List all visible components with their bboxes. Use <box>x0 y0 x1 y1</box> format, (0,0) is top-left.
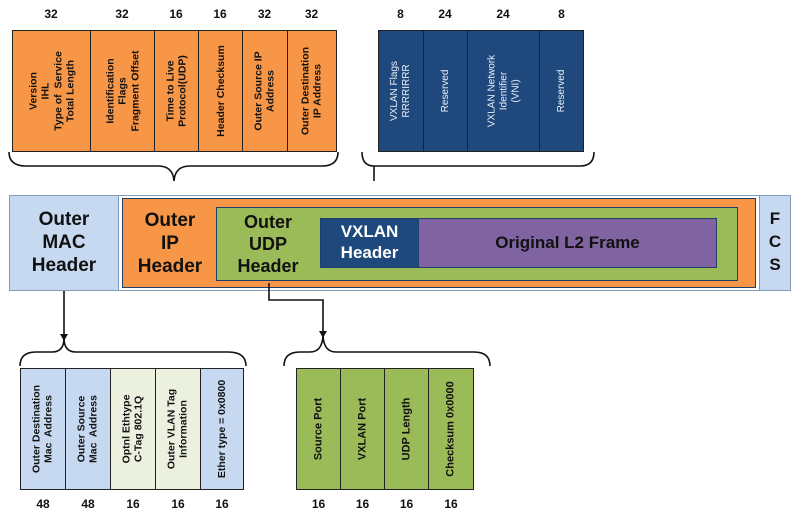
outer-udp-header-label: Outer UDP Header <box>237 212 299 276</box>
ip-field-bits: 16 <box>213 7 227 21</box>
ip-field-cell: Header Checksum <box>198 30 243 152</box>
vxlan-fields-brace <box>361 151 595 181</box>
udp-field-label: UDP Length <box>400 397 413 461</box>
ip-field-label: Header Checksum <box>214 45 227 137</box>
udp-field-bits: 16 <box>444 497 458 511</box>
ip-field-bits: 16 <box>169 7 183 21</box>
mac-field-cell: Outer Destination Mac Address <box>20 368 66 490</box>
udp-field-bits: 16 <box>355 497 370 511</box>
udp-field-bits: 16 <box>399 497 414 511</box>
udp-field-cell: Source Port <box>296 368 341 490</box>
mac-field-cell: Ether type = 0x0800 <box>200 368 244 490</box>
udp-field-label: Checksum 0x0000 <box>444 381 457 477</box>
mac-fields-brace <box>19 337 247 367</box>
fcs-block: F C S <box>759 196 790 290</box>
mac-field-bits: 48 <box>81 497 95 511</box>
vxlan-field-cell: VXLAN Flags RRRRIRRR <box>378 30 424 152</box>
ip-field-cell: Outer Destination IP Address <box>287 30 337 152</box>
outer-mac-header-block: Outer MAC Header <box>10 196 119 290</box>
udp-field-cell: Checksum 0x0000 <box>428 368 474 490</box>
outer-mac-header-label: Outer MAC Header <box>31 209 97 277</box>
ip-field-label: Time to Live Protocol(UDP) <box>164 55 189 127</box>
mac-field-label: Optnl Ethtype C-Tag 802.1Q <box>120 394 145 464</box>
original-l2-frame-label: Original L2 Frame <box>495 233 640 252</box>
ip-field-label: Identification Flags Fragment Offset <box>103 50 141 132</box>
ip-field-label: Version IHL Type of Service Total Length <box>26 51 76 131</box>
vxlan-field-cell: Reserved <box>539 30 584 152</box>
vxlan-field-bits: 8 <box>397 7 404 21</box>
vxlan-field-label: Reserved <box>439 69 451 113</box>
mac-field-bits: 16 <box>126 497 140 511</box>
ip-field-label: Outer Destination IP Address <box>299 46 324 136</box>
vxlan-field-label: VXLAN Network Identifier (VNI) <box>485 54 521 128</box>
ip-field-bits: 32 <box>115 7 129 21</box>
vxlan-field-cell: VXLAN Network Identifier (VNI) <box>467 30 540 152</box>
mac-arrowhead <box>60 334 68 341</box>
ip-field-bits: 32 <box>44 7 58 21</box>
udp-arrowhead <box>319 331 327 338</box>
vxlan-header-label: VXLAN Header <box>340 222 399 262</box>
udp-fields-brace <box>283 335 491 367</box>
vxlan-field-bits: 8 <box>558 7 565 21</box>
ip-field-label: Outer Source IP Address <box>252 51 277 131</box>
outer-ip-header-label: Outer IP Header <box>137 210 203 278</box>
udp-field-cell: UDP Length <box>384 368 429 490</box>
ip-field-bits: 32 <box>257 7 272 21</box>
vxlan-header-block: VXLAN Header <box>320 218 419 268</box>
original-l2-frame-block: Original L2 Frame <box>418 218 717 268</box>
vxlan-field-cell: Reserved <box>423 30 468 152</box>
udp-field-cell: VXLAN Port <box>340 368 385 490</box>
mac-field-bits: 16 <box>171 497 185 511</box>
vxlan-field-label: VXLAN Flags RRRRIRRR <box>389 60 412 122</box>
ip-field-cell: Version IHL Type of Service Total Length <box>12 30 91 152</box>
mac-field-cell: Outer VLAN Tag Information <box>155 368 201 490</box>
udp-field-bits: 16 <box>311 497 326 511</box>
mac-field-label: Outer Destination Mac Address <box>30 384 55 474</box>
mac-field-bits: 16 <box>215 497 229 511</box>
mac-field-cell: Outer Source Mac Address <box>65 368 111 490</box>
ip-field-cell: Time to Live Protocol(UDP) <box>154 30 199 152</box>
udp-field-label: Source Port <box>312 397 325 461</box>
fcs-label: F C S <box>768 209 782 274</box>
vxlan-field-bits: 24 <box>496 7 510 21</box>
ip-field-cell: Outer Source IP Address <box>242 30 288 152</box>
mac-field-cell: Optnl Ethtype C-Tag 802.1Q <box>110 368 156 490</box>
vxlan-field-bits: 24 <box>438 7 452 21</box>
mac-field-label: Outer VLAN Tag Information <box>165 388 190 470</box>
udp-field-label: VXLAN Port <box>356 397 369 461</box>
mac-field-label: Outer Source Mac Address <box>75 395 100 463</box>
vxlan-field-label: Reserved <box>555 69 567 113</box>
ip-field-bits: 32 <box>304 7 319 21</box>
ip-fields-brace <box>8 151 339 182</box>
ip-field-cell: Identification Flags Fragment Offset <box>90 30 155 152</box>
mac-field-bits: 48 <box>36 497 50 511</box>
mac-field-label: Ether type = 0x0800 <box>215 379 228 479</box>
